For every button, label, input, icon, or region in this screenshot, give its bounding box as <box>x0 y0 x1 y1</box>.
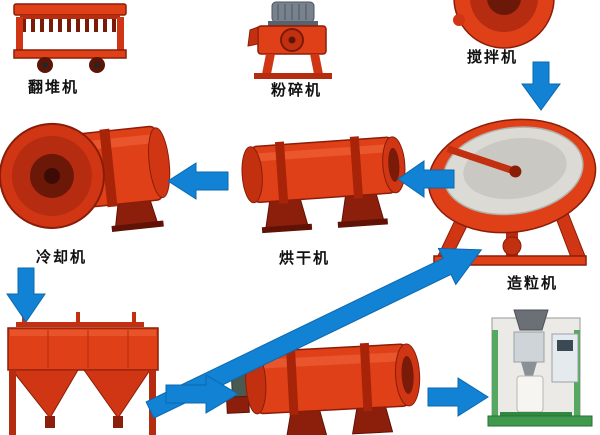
crusher-machine <box>247 1 332 79</box>
turner-teeth <box>22 19 116 32</box>
label-mixer: 搅拌机 <box>467 48 519 66</box>
label-compost-turner: 翻堆机 <box>28 78 80 96</box>
cooler-machine <box>0 122 171 232</box>
arrow-coating-to-packing <box>427 377 489 417</box>
dryer-machine <box>241 136 406 234</box>
mixer-machine <box>453 0 555 49</box>
screener-machine <box>7 312 159 435</box>
arrow-screener-to-coating <box>165 374 239 414</box>
label-crusher: 粉碎机 <box>271 81 323 99</box>
granulator-machine <box>427 118 597 266</box>
arrow-granulator-to-dryer <box>397 160 455 198</box>
packing-bag <box>516 375 544 413</box>
arrow-cooler-to-screener <box>6 267 46 323</box>
arrow-dryer-to-cooler <box>167 162 229 200</box>
coating-drum-machine <box>225 342 421 435</box>
granulator-pan <box>427 118 597 234</box>
packing-machine <box>487 309 593 427</box>
compost-turner-machine <box>13 3 127 73</box>
label-cooler: 冷却机 <box>36 248 88 266</box>
label-dryer: 烘干机 <box>279 249 331 267</box>
label-granulator: 造粒机 <box>507 274 559 292</box>
arrow-mixer-to-granulator <box>521 61 561 111</box>
